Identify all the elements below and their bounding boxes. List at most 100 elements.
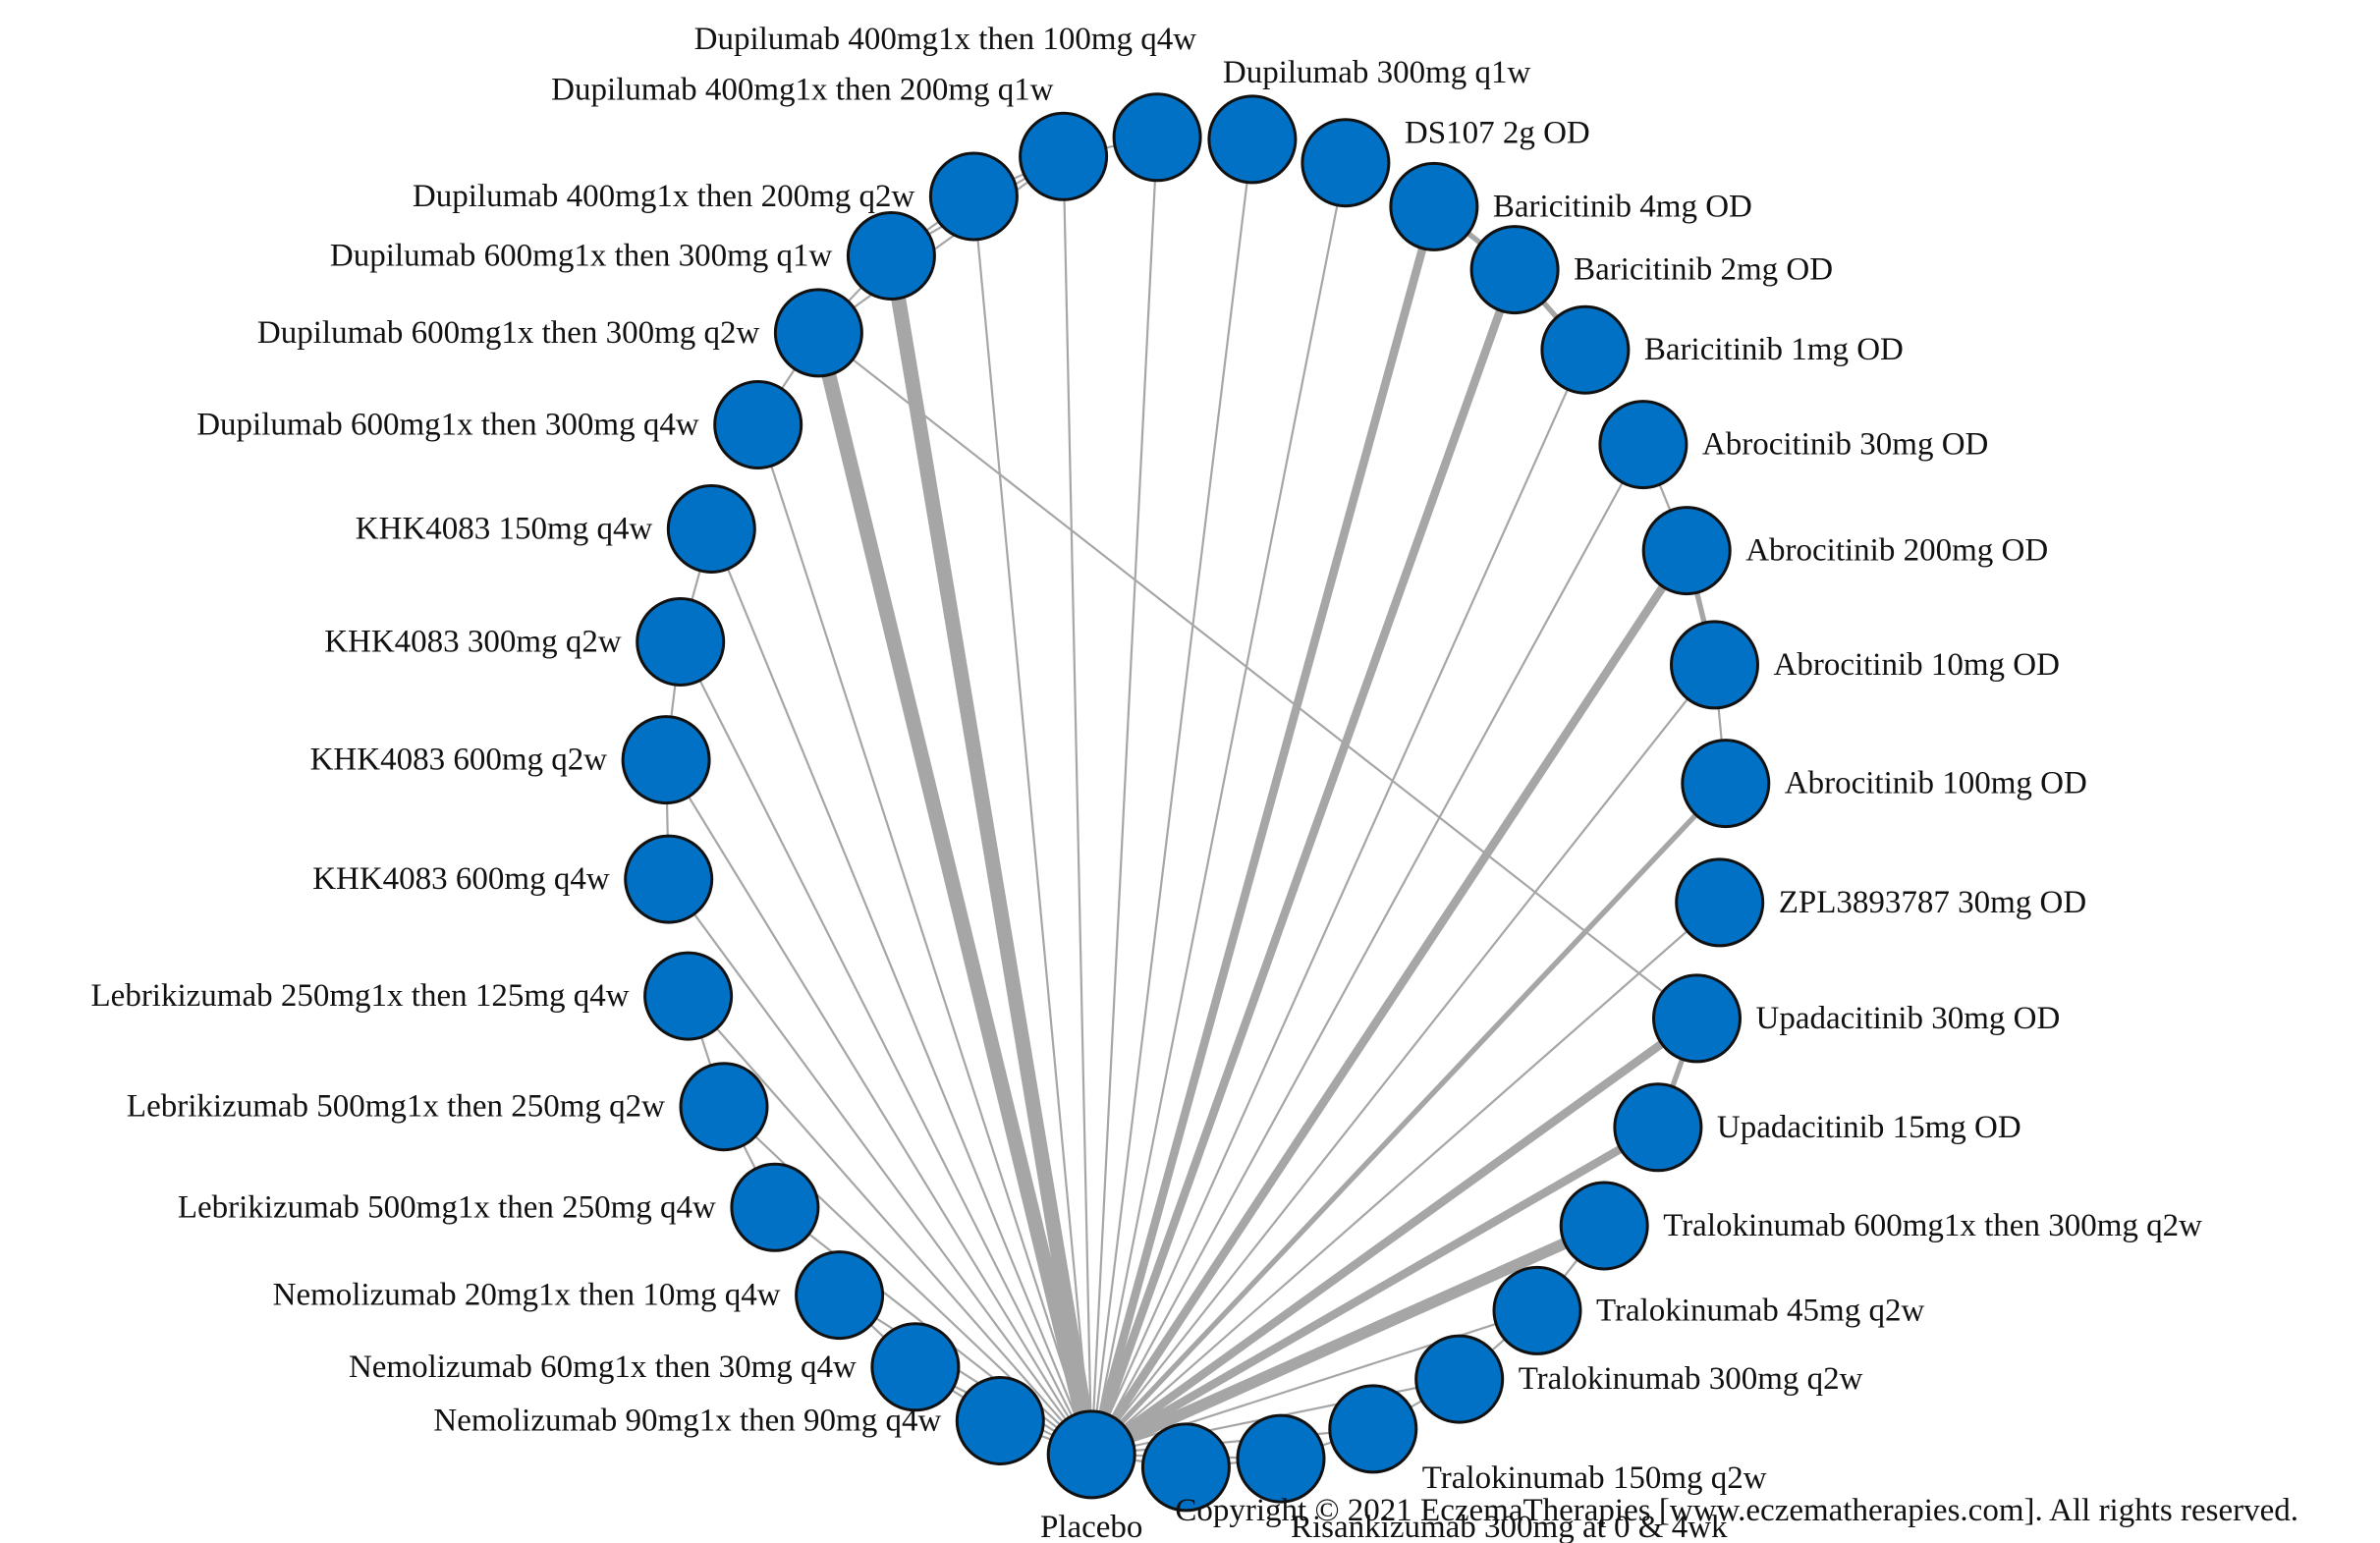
edge-placebo-upa15 (1086, 1123, 1663, 1460)
node-label-khk150q4w: KHK4083 150mg q4w (356, 512, 653, 547)
node-ds107 (1301, 118, 1391, 208)
node-label-abro100: Abrocitinib 100mg OD (1785, 766, 2087, 801)
node-label-placebo: Placebo (1040, 1510, 1142, 1543)
node-label-lebri500q4w: Lebrikizumab 500mg1x then 250mg q4w (178, 1189, 716, 1225)
node-label-abro30: Abrocitinib 30mg OD (1702, 427, 1988, 463)
edge-placebo-bari2 (1086, 265, 1520, 1460)
node-label-lebri500q2w: Lebrikizumab 500mg1x then 250mg q2w (127, 1089, 665, 1125)
node-dupi300q1w (1207, 94, 1298, 185)
node-dupi400_100q4w (1112, 92, 1202, 183)
node-label-khk600q2w: KHK4083 600mg q2w (310, 743, 608, 778)
node-label-lebri250: Lebrikizumab 250mg1x then 125mg q4w (91, 978, 630, 1014)
edge-dupi600_300q2w-upa30 (817, 331, 1698, 1020)
node-bari4 (1389, 161, 1479, 251)
node-tral300 (1414, 1334, 1505, 1424)
node-abro100 (1681, 739, 1771, 829)
edge-placebo-khk150q4w (710, 527, 1093, 1457)
edge-placebo-lebri250 (687, 994, 1093, 1457)
node-bari2 (1469, 225, 1560, 315)
edge-placebo-tral150 (1090, 1427, 1374, 1457)
node-label-dupi400_200q2w: Dupilumab 400mg1x then 200mg q2w (413, 179, 915, 214)
edges-layer (664, 136, 1729, 1469)
node-label-bari2: Baricitinib 2mg OD (1574, 252, 1833, 288)
edge-placebo-abro10 (1090, 663, 1716, 1457)
node-label-bari4: Baricitinib 4mg OD (1493, 189, 1752, 224)
node-label-nemo90: Nemolizumab 90mg1x then 90mg q4w (433, 1404, 941, 1439)
node-label-bari1: Baricitinib 1mg OD (1644, 332, 1904, 367)
node-abro30 (1598, 400, 1688, 490)
node-label-dupi600_300q2w: Dupilumab 600mg1x then 300mg q2w (257, 315, 760, 351)
edge-placebo-khk600q2w (664, 758, 1093, 1457)
node-khk600q2w (621, 715, 711, 805)
edge-placebo-dupi600_300q1w (883, 248, 1099, 1462)
node-label-zpl: ZPL3893787 30mg OD (1779, 885, 2087, 920)
node-dupi600_300q2w (773, 288, 863, 378)
edge-dupi600_300q2w-dupi400_200q1w (817, 155, 1065, 334)
edge-placebo-abro200 (1086, 546, 1691, 1460)
node-dupi600_300q4w (713, 380, 803, 469)
node-upa15 (1613, 1082, 1703, 1173)
node-lebri250 (643, 951, 734, 1041)
node-upa30 (1652, 973, 1742, 1064)
node-dupi400_200q2w (928, 151, 1019, 242)
edge-placebo-dupi400_200q1w (1062, 155, 1093, 1457)
node-label-nemo60: Nemolizumab 60mg1x then 30mg q4w (349, 1350, 857, 1385)
node-label-khk300q2w: KHK4083 300mg q2w (324, 625, 622, 660)
edge-placebo-dupi300q1w (1090, 138, 1254, 1457)
node-nemo90 (955, 1376, 1045, 1465)
node-tral45 (1492, 1265, 1582, 1355)
node-placebo (1046, 1409, 1136, 1500)
node-label-abro10: Abrocitinib 10mg OD (1774, 647, 2060, 683)
node-lebri500q4w (730, 1162, 820, 1252)
node-khk150q4w (666, 484, 756, 574)
edge-placebo-khk300q2w (679, 640, 1093, 1457)
node-risa300 (1236, 1413, 1326, 1504)
edge-placebo-nemo20 (838, 1294, 1093, 1457)
edge-placebo-zpl (1090, 901, 1721, 1457)
node-nemo60 (870, 1322, 961, 1412)
node-label-tral600: Tralokinumab 600mg1x then 300mg q2w (1663, 1208, 2202, 1243)
node-label-dupi300q1w: Dupilumab 300mg q1w (1223, 55, 1531, 90)
edge-placebo-abro30 (1090, 443, 1645, 1457)
node-lebri500q2w (679, 1062, 769, 1152)
edge-placebo-abro100 (1088, 780, 1729, 1458)
node-tral600 (1559, 1181, 1649, 1271)
node-khk600q4w (624, 834, 714, 924)
node-dupi600_300q1w (846, 211, 936, 301)
node-label-ds107: DS107 2g OD (1405, 116, 1590, 151)
node-label-dupi600_300q1w: Dupilumab 600mg1x then 300mg q1w (330, 239, 833, 274)
edge-placebo-upa30 (1086, 1014, 1701, 1460)
node-risa150 (1140, 1422, 1231, 1513)
node-zpl (1675, 857, 1765, 948)
edge-placebo-dupi400_200q2w (972, 194, 1093, 1457)
edge-placebo-ds107 (1090, 161, 1348, 1457)
edge-placebo-bari1 (1090, 349, 1587, 1457)
node-label-upa30: Upadacitinib 30mg OD (1756, 1001, 2061, 1036)
node-dupi400_200q1w (1019, 111, 1109, 201)
node-label-dupi400_100q4w: Dupilumab 400mg1x then 100mg q4w (694, 22, 1197, 57)
node-label-abro200: Abrocitinib 200mg OD (1745, 533, 2048, 569)
node-label-dupi400_200q1w: Dupilumab 400mg1x then 200mg q1w (551, 72, 1054, 107)
node-label-dupi600_300q4w: Dupilumab 600mg1x then 300mg q4w (196, 408, 699, 443)
edge-placebo-dupi400_100q4w (1090, 136, 1159, 1457)
node-label-khk600q4w: KHK4083 600mg q4w (312, 861, 610, 897)
edge-placebo-bari4 (1086, 202, 1439, 1460)
node-label-tral150: Tralokinumab 150mg q2w (1422, 1460, 1767, 1496)
node-bari1 (1540, 304, 1631, 395)
node-tral150 (1328, 1384, 1418, 1474)
nodes-layer (621, 92, 1771, 1513)
node-label-tral45: Tralokinumab 45mg q2w (1596, 1293, 1924, 1328)
node-label-tral300: Tralokinumab 300mg q2w (1519, 1361, 1863, 1397)
node-label-risa300: Risankizumab 300mg at 0 & 4wk (1291, 1510, 1728, 1543)
node-nemo20 (795, 1250, 885, 1341)
node-label-upa15: Upadacitinib 15mg OD (1717, 1110, 2021, 1145)
node-label-nemo20: Nemolizumab 20mg1x then 10mg q4w (273, 1278, 781, 1313)
edge-placebo-tral600 (1085, 1220, 1611, 1460)
node-abro10 (1670, 620, 1759, 710)
copyright-notice: Copyright © 2021 EczemaTherapies [www.ec… (1175, 1493, 2298, 1528)
edge-placebo-dupi600_300q2w (810, 325, 1099, 1462)
node-abro200 (1641, 506, 1732, 596)
edge-placebo-dupi600_300q4w (756, 423, 1093, 1457)
